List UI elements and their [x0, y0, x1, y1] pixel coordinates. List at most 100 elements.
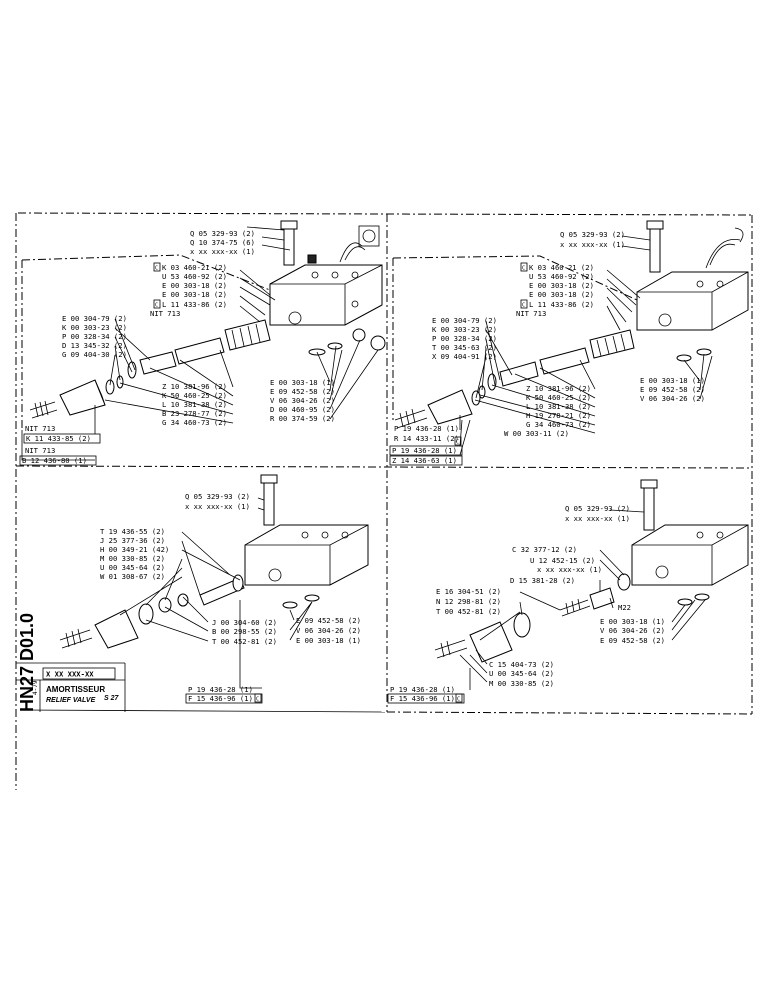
label: U 00 345-64 (2) [489, 669, 554, 678]
label: U 53 460-92 (2) [162, 272, 227, 281]
label: Z 10 381-96 (2) [526, 384, 591, 393]
label: E 00 303-18 (1) [296, 636, 361, 645]
label: L 10 381-38 (2) [162, 400, 227, 409]
label: x xx xxx-xx (1) [190, 247, 255, 256]
label: P 19 436-28 (1) [392, 446, 457, 455]
label: L 11 433-86 (2) [162, 300, 227, 309]
label: T 00 345-63 (2) [432, 343, 497, 352]
label: B 12 436-80 (1) [22, 456, 87, 465]
label: L 10 381-38 (2) [526, 402, 591, 411]
doc-code: HN27 D01.0 [17, 613, 37, 712]
label: NIT 713 [150, 309, 180, 318]
quadrant-top-right: Q 05 329-93 (2) x xx xxx-xx (1) C K 03 4… [389, 220, 749, 466]
svg-text:C: C [155, 303, 158, 309]
label: F 15 436-96 (1) [390, 694, 455, 703]
ref-box: X XX XXX-XX [46, 670, 94, 679]
label: E 16 304-51 (2) [436, 587, 501, 596]
label: C 15 404-73 (2) [489, 660, 554, 669]
label: P 00 328-34 (2) [432, 334, 497, 343]
label: K 11 433-85 (2) [26, 434, 91, 443]
label: G 09 404-30 (2) [62, 350, 127, 359]
label: E 00 303-18 (2) [162, 281, 227, 290]
label: J 00 304-60 (2) [212, 618, 277, 627]
title-block: X XX XXX-XX HN27 D01.0 4-79 AMORTISSEUR … [17, 613, 120, 712]
quadrant-top-left: Q 05 329-93 (2) Q 10 374-75 (6) x xx xxx… [19, 220, 386, 466]
label: J 25 377-36 (2) [100, 536, 165, 545]
label: H 19 278-21 (2) [526, 411, 591, 420]
label: D 15 381-28 (2) [510, 576, 575, 585]
label: X 09 404-91 (2) [432, 352, 497, 361]
label: U 00 345-64 (2) [100, 563, 165, 572]
label: P 19 436-28 (1) [394, 424, 459, 433]
label: x xx xxx-xx (1) [185, 502, 250, 511]
label: P 00 328-34 (2) [62, 332, 127, 341]
svg-text:C: C [155, 266, 158, 272]
label: NIT 713 [516, 309, 546, 318]
label: H 00 349-21 (42) [100, 545, 169, 554]
label: K 03 460-21 (2) [162, 263, 227, 272]
label: E 00 303-18 (2) [162, 290, 227, 299]
label: E 00 304-79 (2) [62, 314, 127, 323]
label: K 00 303-23 (2) [432, 325, 497, 334]
frame [15, 212, 753, 790]
quadrant-bottom-right: Q 05 329-93 (2) x xx xxx-xx (1) C 32 377… [387, 479, 749, 704]
label: R 14 433-11 (2) [394, 434, 459, 443]
label: E 00 304-79 (2) [432, 316, 497, 325]
label: R 00 374-59 (2) [270, 414, 335, 423]
label: P 19 436-28 (1) [390, 685, 455, 694]
label: Q 10 374-75 (6) [190, 238, 255, 247]
label: B 00 298-55 (2) [212, 627, 277, 636]
label: E 09 452-58 (2) [270, 387, 335, 396]
label: B 23 278-77 (2) [162, 409, 227, 418]
label: K 00 303-23 (2) [62, 323, 127, 332]
svg-text:C: C [456, 440, 459, 446]
doc-model: S 27 [104, 695, 120, 702]
label: L 11 433-86 (2) [529, 300, 594, 309]
label: K 50 460-25 (2) [526, 393, 591, 402]
label: NIT 713 [25, 446, 55, 455]
label: x xx xxx-xx (1) [560, 240, 625, 249]
label: K 03 460-21 (2) [529, 263, 594, 272]
label: V 06 304-26 (2) [270, 396, 335, 405]
label: Q 05 329-93 (2) [185, 492, 250, 501]
label: E 00 303-18 (2) [529, 281, 594, 290]
label: Z 10 381-96 (2) [162, 382, 227, 391]
doc-date: 4-79 [32, 680, 39, 695]
label: W 01 308-67 (2) [100, 572, 165, 581]
svg-text:C: C [457, 697, 460, 703]
label: C 32 377-12 (2) [512, 545, 577, 554]
label: N 12 298-81 (2) [436, 597, 501, 606]
label: E 00 303-18 (2) [529, 290, 594, 299]
label: G 34 460-73 (2) [526, 420, 591, 429]
label: NIT 713 [25, 424, 55, 433]
label: E 09 452-58 (2) [640, 385, 705, 394]
label: K 50 460-25 (2) [162, 391, 227, 400]
label: M22 [618, 603, 631, 612]
label: E 00 303-18 (1) [270, 378, 335, 387]
label: Z 14 436-63 (1) [392, 456, 457, 465]
label: E 00 303-18 (1) [640, 376, 705, 385]
label: U 53 460-92 (2) [529, 272, 594, 281]
label: G 34 460-73 (2) [162, 418, 227, 427]
label: V 06 304-26 (2) [600, 626, 665, 635]
svg-text:C: C [522, 266, 525, 272]
label: Q 05 329-93 (2) [560, 230, 625, 239]
label: U 12 452-15 (2) [530, 556, 595, 565]
label: Q 05 329-93 (2) [190, 229, 255, 238]
label: E 00 303-18 (1) [600, 617, 665, 626]
label: F 15 436-96 (1) [188, 694, 253, 703]
label: M 00 330-85 (2) [489, 679, 554, 688]
svg-text:C: C [522, 303, 525, 309]
label: M 00 330-85 (2) [100, 554, 165, 563]
label: D 00 460-95 (2) [270, 405, 335, 414]
quadrant-bottom-left: Q 05 329-93 (2) x xx xxx-xx (1) T 19 436… [59, 474, 369, 704]
label: P 19 436-28 (1) [188, 685, 253, 694]
label: V 06 304-26 (2) [296, 626, 361, 635]
label: W 00 303-11 (2) [504, 429, 569, 438]
label: x xx xxx-xx (1) [537, 565, 602, 574]
label: V 06 304-26 (2) [640, 394, 705, 403]
label: E 09 452-58 (2) [600, 636, 665, 645]
label: T 00 452-81 (2) [436, 607, 501, 616]
label: D 13 345-32 (2) [62, 341, 127, 350]
label: E 09 452-58 (2) [296, 616, 361, 625]
